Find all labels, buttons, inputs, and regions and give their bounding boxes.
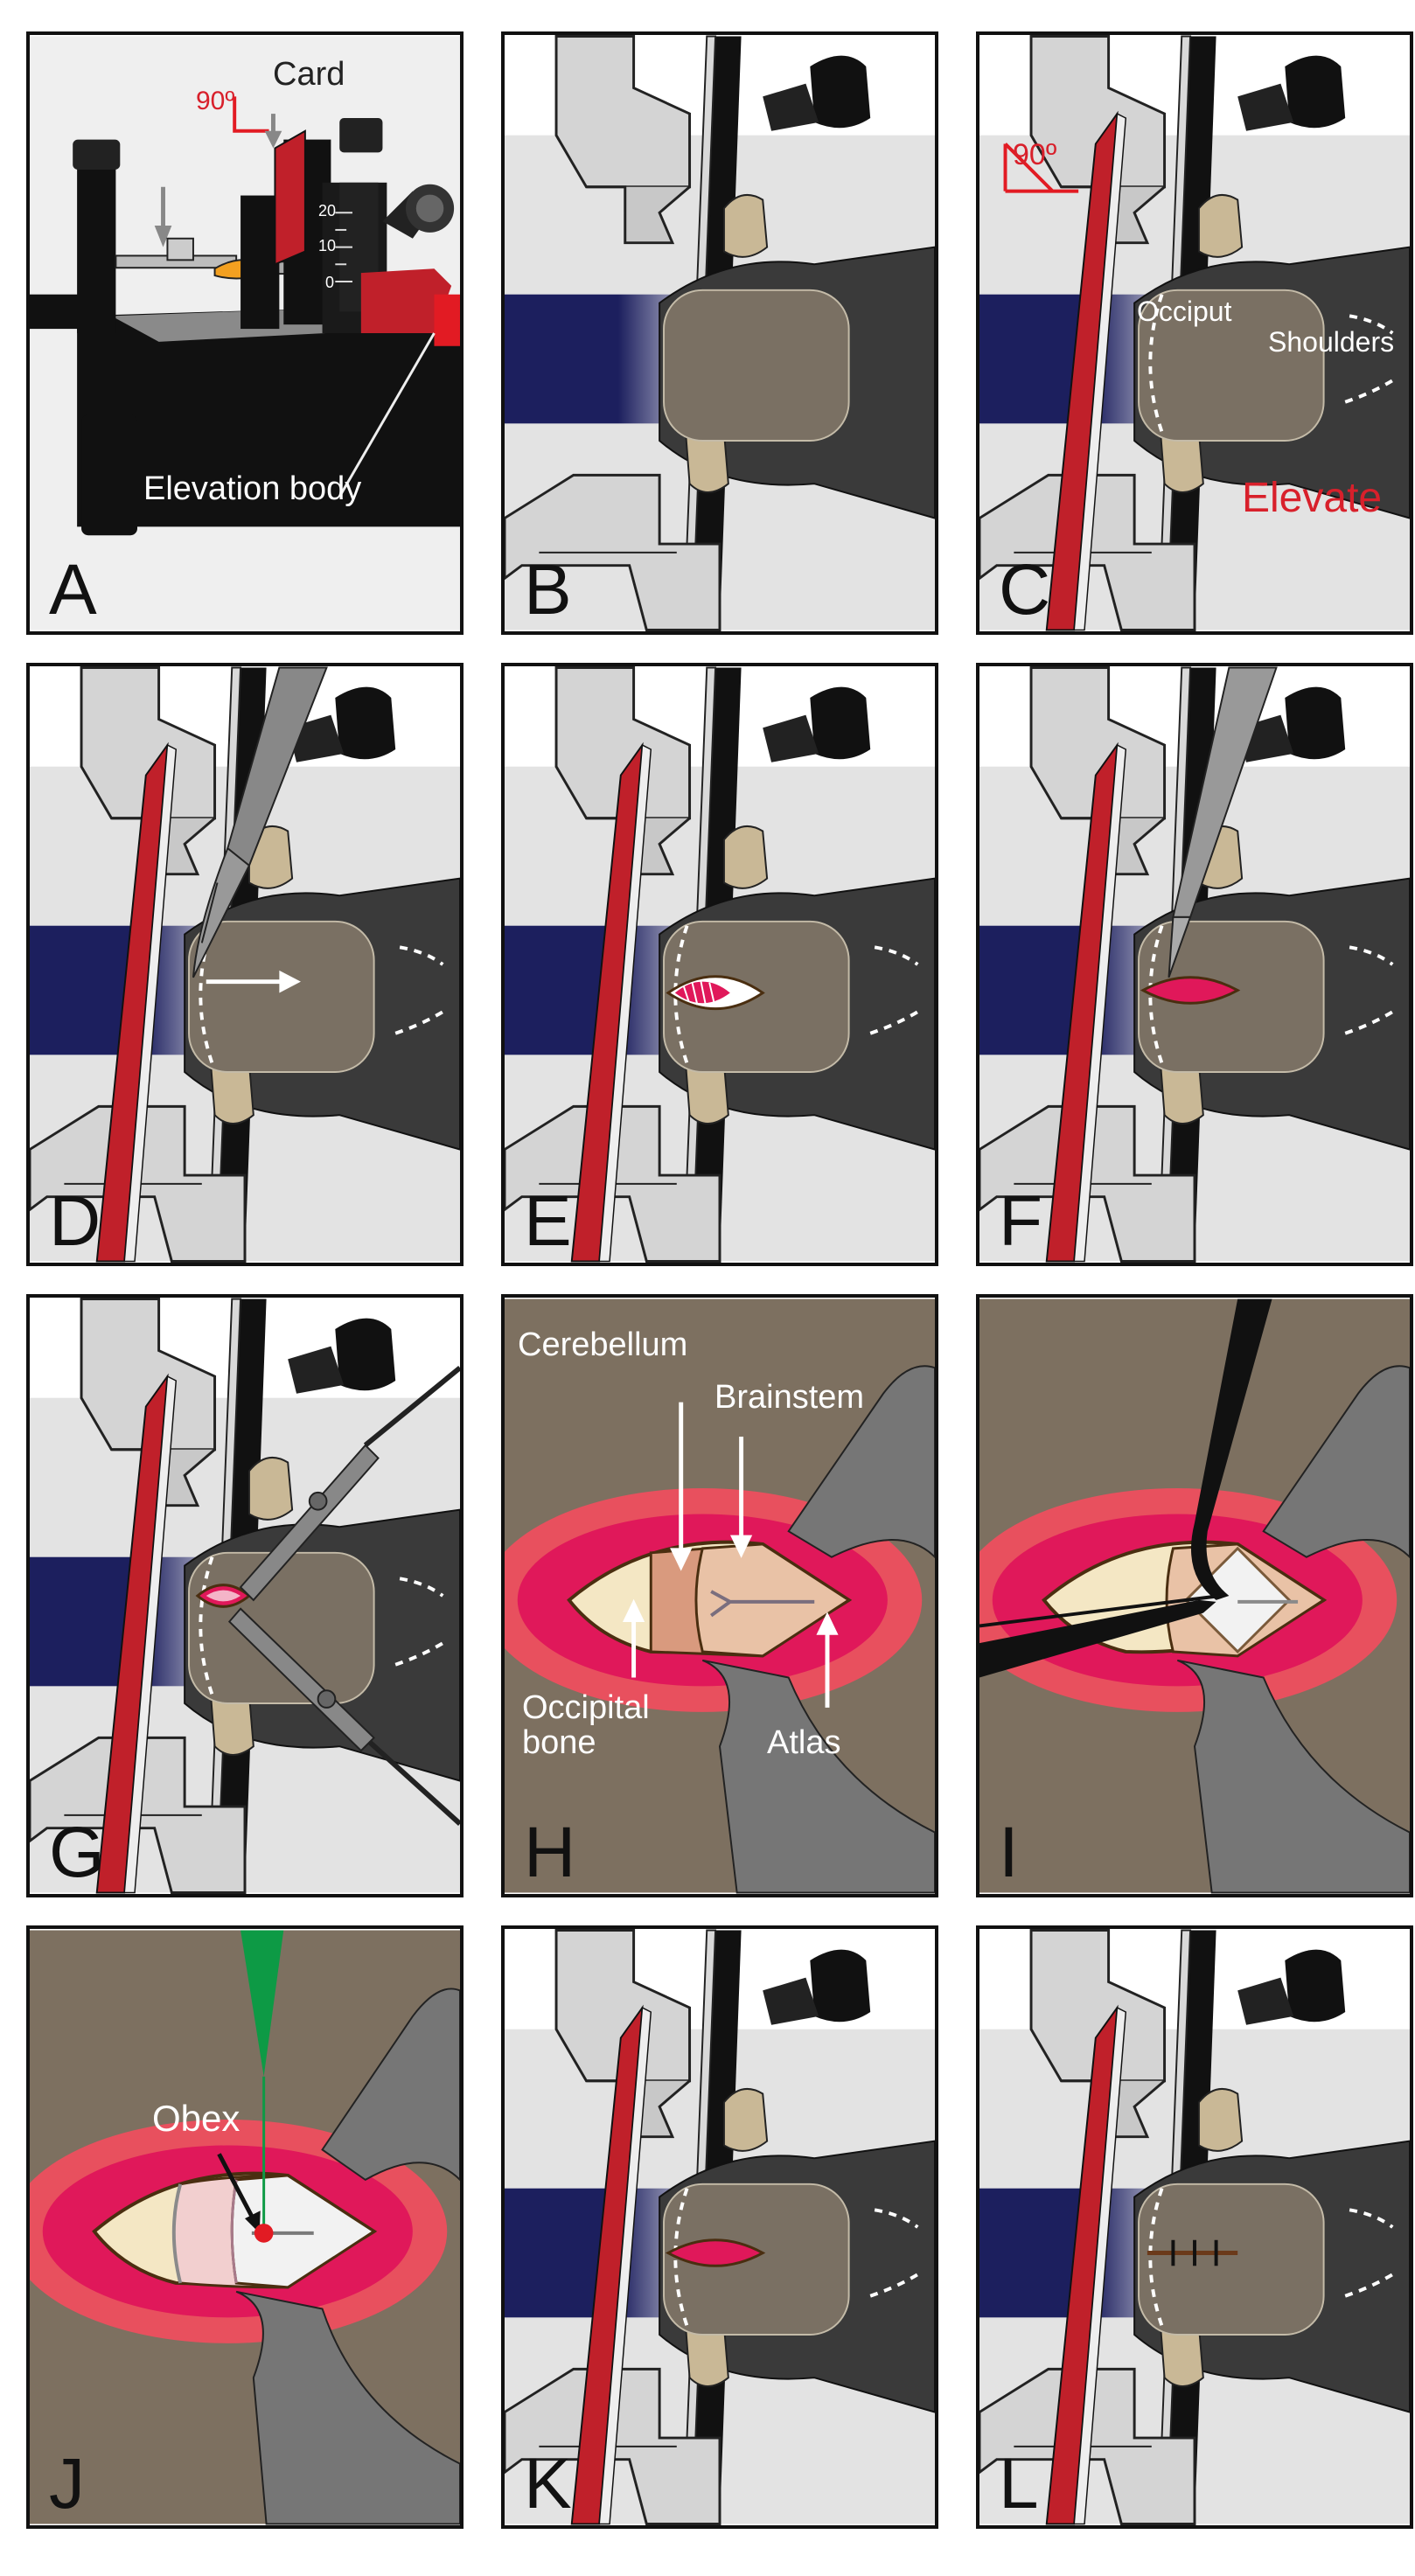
shoulders-label: Shoulders	[1268, 326, 1395, 358]
panel-k: K	[501, 1925, 938, 2529]
card-placement-diagram	[979, 35, 1410, 631]
retractor-removed-diagram	[505, 1929, 935, 2525]
panel-letter-l: L	[999, 2444, 1039, 2524]
panel-d: D	[26, 663, 464, 1266]
panel-f: F	[976, 663, 1413, 1266]
obex-label: Obex	[152, 2098, 240, 2139]
head-exposed-diagram	[505, 35, 935, 631]
incision-diagram	[30, 666, 460, 1263]
panel-a: Card 90º 20 10 0 Elevation body A	[26, 31, 464, 635]
panel-letter-e: E	[524, 1181, 572, 1261]
panel-letter-a: A	[49, 550, 97, 630]
suture-diagram	[979, 1929, 1410, 2525]
brainstem-exposure-diagram	[505, 1298, 935, 1894]
panel-letter-b: B	[524, 550, 572, 630]
panel-e: E	[501, 663, 938, 1266]
panel-letter-c: C	[999, 550, 1051, 630]
scale-20: 20	[318, 202, 337, 219]
atlas-label: Atlas	[767, 1724, 841, 1761]
panel-letter-j: J	[49, 2444, 85, 2524]
panel-letter-i: I	[999, 1813, 1019, 1892]
panel-h: Cerebellum Brainstem Occipital bone Atla…	[501, 1294, 938, 1897]
panel-g: G	[26, 1294, 464, 1897]
panel-c: 90º Occiput Shoulders Elevate C	[976, 31, 1413, 635]
elevate-label: Elevate	[1242, 475, 1383, 521]
panel-b: B	[501, 31, 938, 635]
retractor-diagram	[30, 1298, 460, 1894]
cerebellum-label: Cerebellum	[518, 1326, 688, 1363]
card-label: Card	[273, 56, 345, 93]
angle-label: 90º	[1013, 138, 1057, 171]
angle-label: 90º	[196, 87, 235, 115]
muscle-exposure-diagram	[505, 666, 935, 1263]
brainstem-label: Brainstem	[714, 1379, 865, 1416]
panel-i: I	[976, 1294, 1413, 1897]
stereotaxic-frame-diagram	[30, 36, 460, 630]
occipital-bone-label: Occipital bone	[522, 1689, 650, 1761]
panel-letter-g: G	[49, 1813, 105, 1892]
dura-puncture-diagram	[979, 1298, 1410, 1894]
panel-letter-f: F	[999, 1181, 1043, 1261]
panel-letter-d: D	[49, 1181, 101, 1261]
muscle-separation-diagram	[979, 666, 1410, 1263]
occiput-label: Occiput	[1137, 296, 1232, 327]
scale-0: 0	[325, 274, 335, 291]
scale-10: 10	[318, 237, 337, 254]
panel-j: Obex J	[26, 1925, 464, 2529]
injection-diagram	[30, 1929, 460, 2525]
elevation-body-label: Elevation body	[143, 470, 362, 507]
panel-letter-k: K	[524, 2444, 572, 2524]
panel-letter-h: H	[524, 1813, 576, 1892]
panel-l: L	[976, 1925, 1413, 2529]
